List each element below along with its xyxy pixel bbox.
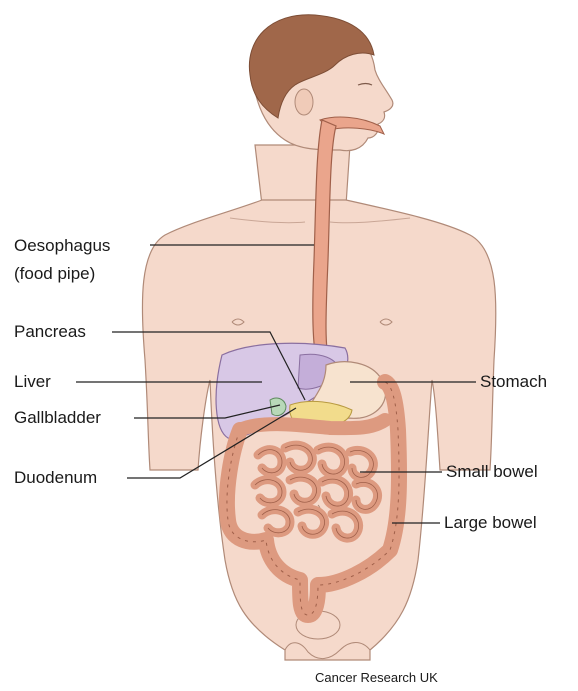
label-stomach: Stomach <box>480 372 547 392</box>
label-oesophagus-sub: (food pipe) <box>14 264 95 284</box>
label-oesophagus: Oesophagus <box>14 236 110 256</box>
label-gallbladder: Gallbladder <box>14 408 101 428</box>
label-liver: Liver <box>14 372 51 392</box>
label-pancreas: Pancreas <box>14 322 86 342</box>
credit-text: Cancer Research UK <box>315 670 438 686</box>
label-small-bowel: Small bowel <box>446 462 538 482</box>
label-large-bowel: Large bowel <box>444 513 537 533</box>
label-duodenum: Duodenum <box>14 468 97 488</box>
